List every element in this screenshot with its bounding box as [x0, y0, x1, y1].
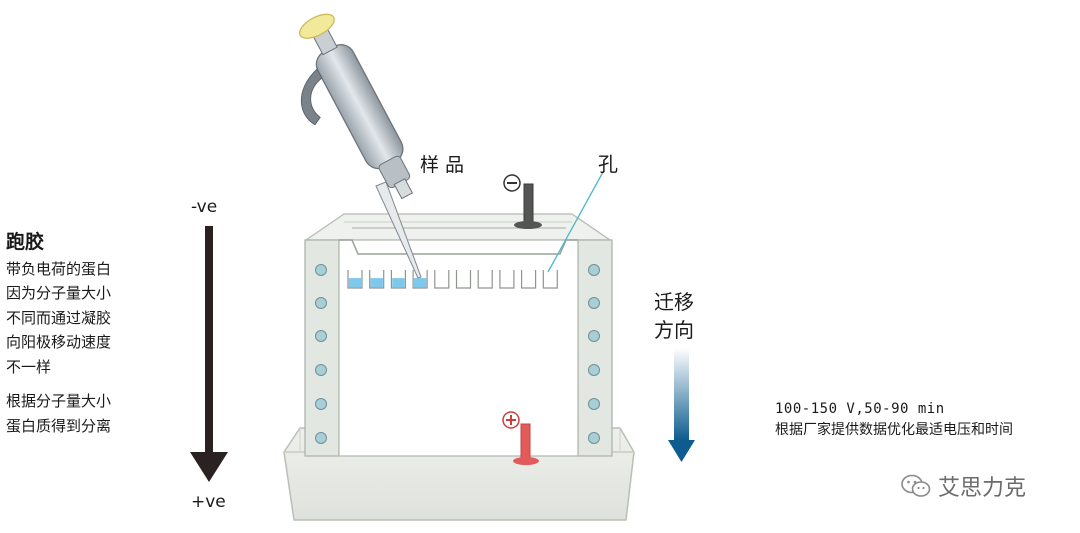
gel-well — [347, 270, 363, 289]
migration-arrow-black — [190, 226, 228, 482]
gel-wells — [347, 270, 558, 289]
direction-label-line1: 迁移 — [654, 290, 694, 314]
gel-well — [390, 270, 406, 289]
gel-cassette — [303, 213, 613, 457]
hole-label: 孔 — [598, 152, 618, 176]
cathode-electrode — [503, 174, 542, 229]
left-title: 跑胶 — [6, 231, 45, 253]
anode-electrode — [502, 411, 539, 465]
gel-well — [477, 270, 493, 289]
loaded-sample — [392, 278, 405, 288]
sample-label: 样品 — [420, 154, 471, 176]
pipette — [298, 13, 422, 279]
hole-leader-line — [547, 171, 604, 273]
direction-arrow — [668, 348, 695, 462]
left-line: 带负电荷的蛋白 — [6, 259, 112, 278]
brand-name: 艾思力克 — [938, 476, 1027, 501]
positive-label: +ve — [191, 492, 226, 512]
voltage-time: 100-150 V,50-90 min — [775, 401, 945, 417]
gel-well — [434, 270, 450, 289]
left-line: 蛋白质得到分离 — [6, 416, 112, 435]
loaded-sample — [413, 278, 427, 288]
gel-well — [499, 270, 515, 289]
left-line: 因为分子量大小 — [6, 284, 112, 302]
wechat-icon — [901, 474, 931, 497]
left-explanation: 跑胶 带负电荷的蛋白 因为分子量大小 不同而通过凝胶 向阳极移动速度 不一样 根… — [6, 230, 111, 438]
gel-well — [455, 270, 472, 289]
left-line: 不一样 — [6, 357, 52, 376]
optimize-note: 根据厂家提供数据优化最适电压和时间 — [775, 422, 1013, 438]
gel-well — [542, 270, 558, 289]
left-line: 向阳极移动速度 — [6, 333, 112, 351]
loaded-sample — [348, 278, 362, 288]
left-line: 不同而通过凝胶 — [6, 308, 112, 327]
brand-watermark: 艾思力克 — [900, 470, 1026, 502]
left-line: 根据分子量大小 — [6, 392, 112, 410]
run-conditions: 100-150 V,50-90 min 根据厂家提供数据优化最适电压和时间 — [775, 399, 1013, 441]
gel-well — [521, 270, 537, 289]
direction-label: 迁移 方向 — [654, 288, 694, 344]
negative-label: -ve — [191, 197, 218, 217]
loaded-sample — [370, 278, 383, 288]
gel-well — [412, 270, 428, 289]
gel-well — [369, 270, 385, 289]
direction-label-line2: 方向 — [654, 318, 694, 342]
